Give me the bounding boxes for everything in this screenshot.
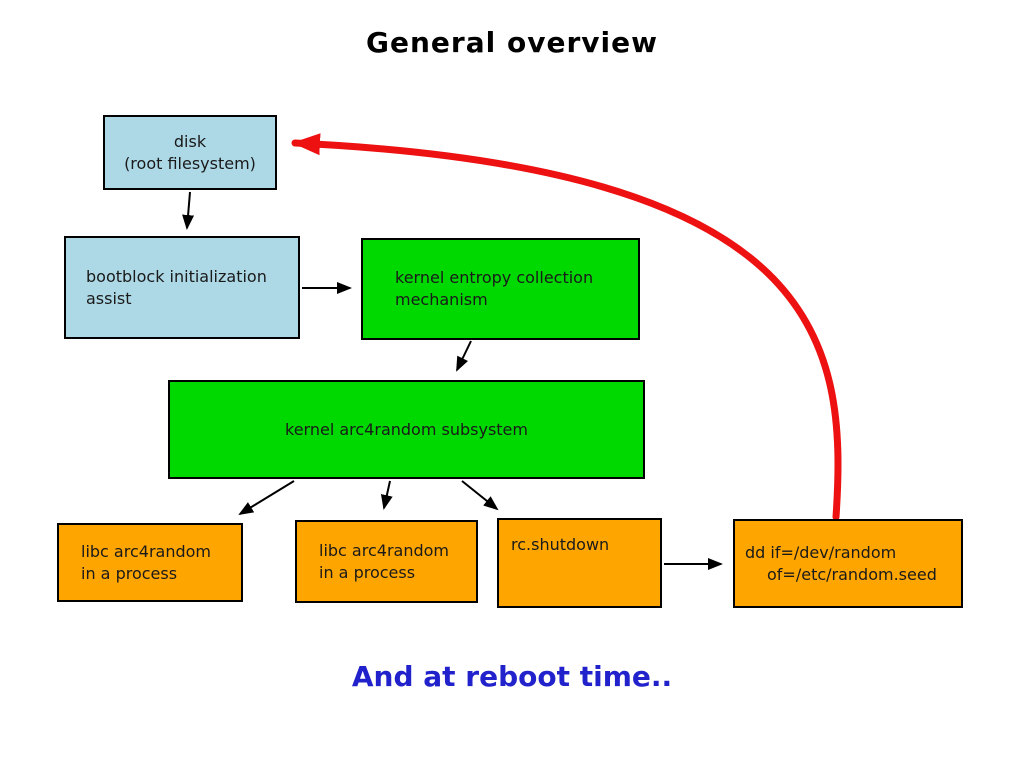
node-rc-shutdown: rc.shutdown — [497, 518, 662, 608]
node-label-line: disk — [173, 131, 207, 151]
node-disk: disk (root filesystem) — [103, 115, 277, 190]
node-kernel-arc4random-subsystem: kernel arc4random subsystem — [168, 380, 645, 479]
node-label-line: libc arc4random — [319, 540, 449, 560]
arrow-entropy-to-arc4 — [456, 340, 472, 372]
arrow-arc4-to-libc2 — [380, 480, 393, 510]
node-label-line: in a process — [81, 563, 178, 583]
node-label-line: assist — [86, 288, 132, 308]
node-bootblock-initialization-assist: bootblock initialization assist — [64, 236, 300, 339]
node-label-line: kernel entropy collection — [395, 268, 594, 288]
node-label-line: bootblock initialization — [86, 266, 267, 286]
node-label-line: (root filesystem) — [124, 153, 256, 173]
node-label-line: mechanism — [395, 290, 488, 309]
node-dd-random-seed: dd if=/dev/random of=/etc/random.seed — [733, 519, 963, 608]
arrow-arc4-to-rcshutdown — [461, 480, 499, 511]
node-label-line: rc.shutdown — [511, 535, 610, 554]
node-label-line: dd if=/dev/random — [745, 542, 897, 562]
node-label-line: in a process — [319, 562, 416, 582]
node-label-line: libc arc4random — [81, 541, 211, 561]
page-title: General overview — [366, 26, 658, 59]
node-label-line: kernel arc4random subsystem — [285, 419, 528, 439]
node-libc-arc4random-process-2: libc arc4random in a process — [295, 520, 478, 603]
reboot-time-caption: And at reboot time.. — [351, 660, 673, 693]
node-kernel-entropy-collection: kernel entropy collection mechanism — [361, 238, 640, 340]
arrow-arc4-to-libc1 — [238, 480, 295, 516]
arrow-disk-to-bootblock — [182, 191, 195, 230]
node-label-line: of=/etc/random.seed — [767, 564, 937, 584]
node-libc-arc4random-process-1: libc arc4random in a process — [57, 523, 243, 602]
